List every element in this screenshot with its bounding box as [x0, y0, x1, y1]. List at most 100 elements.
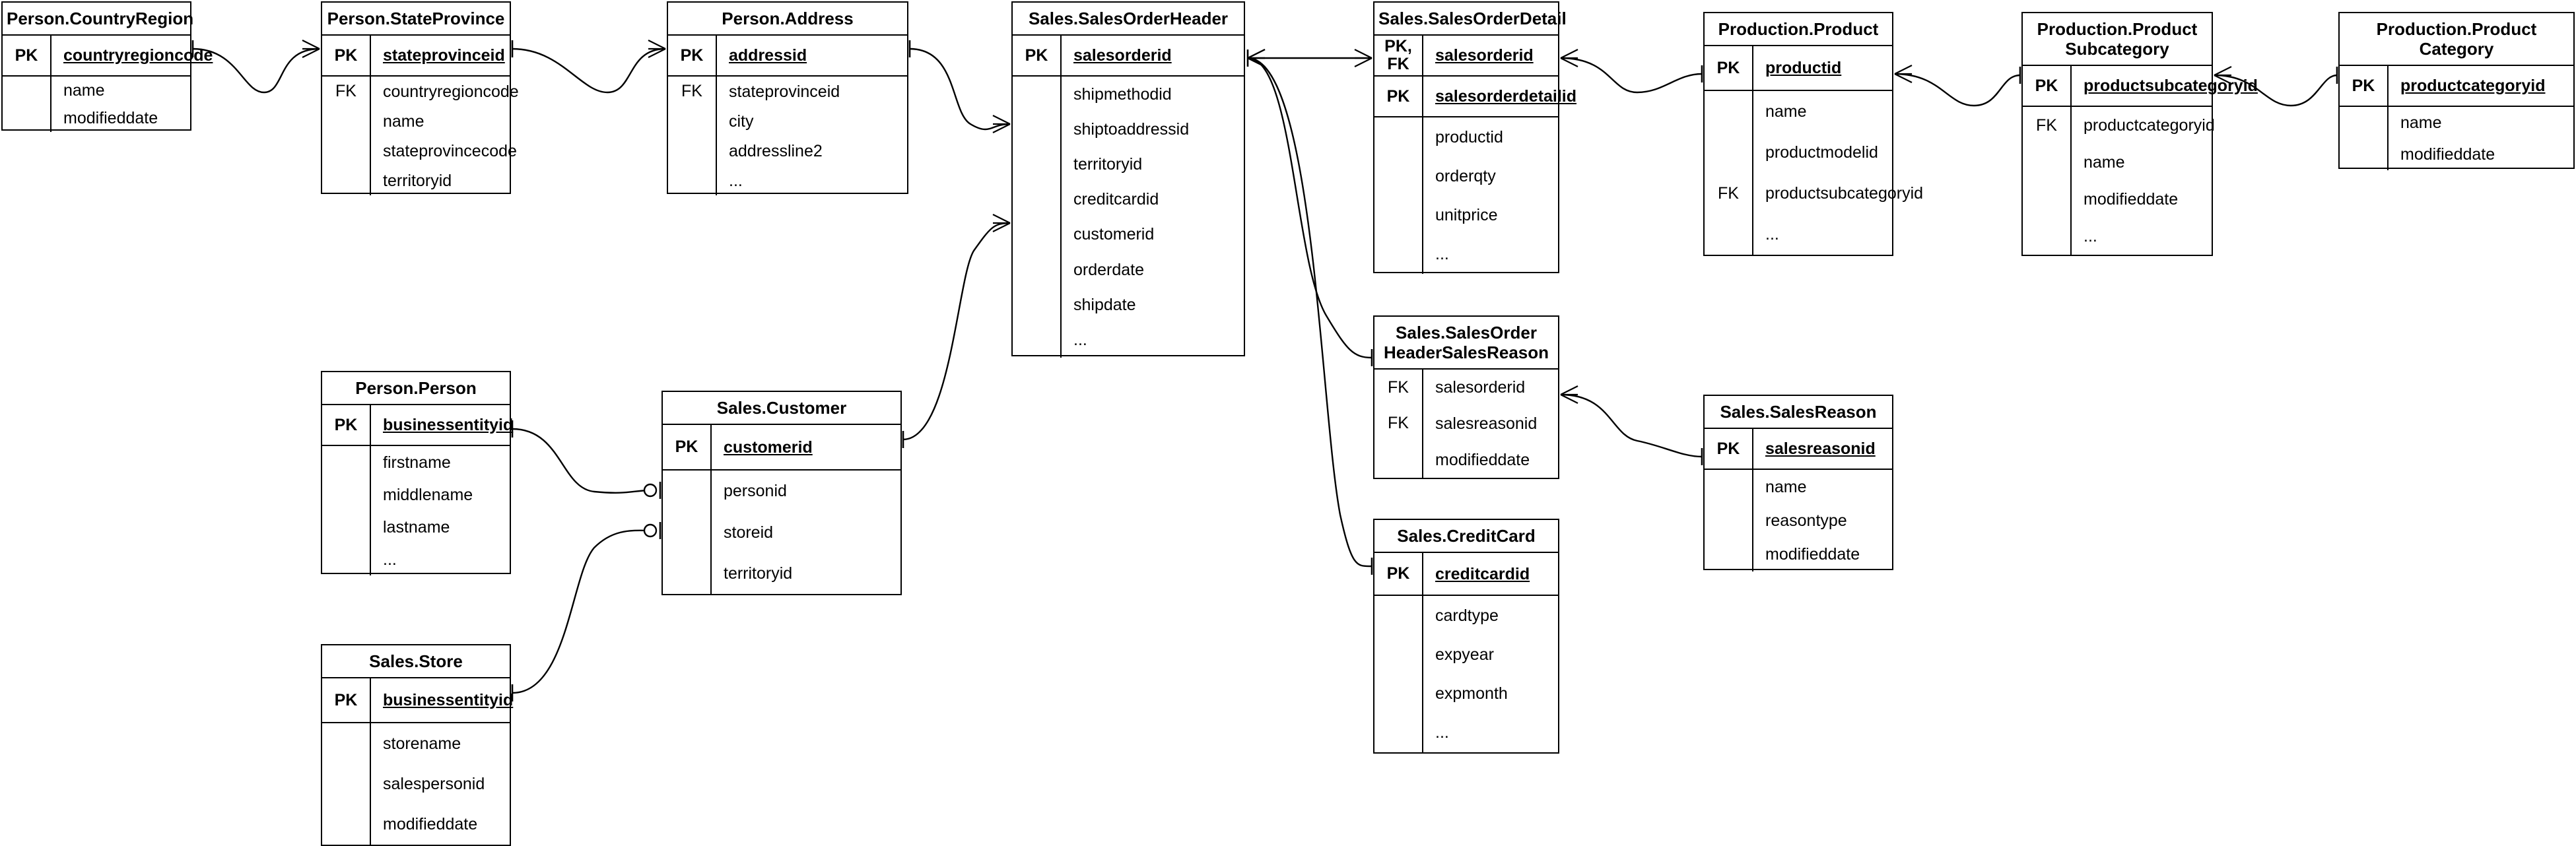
attribute-name: territoryid — [724, 564, 793, 583]
attribute-row: unitprice — [1374, 195, 1558, 235]
attribute-row: ... — [1705, 214, 1892, 255]
attribute-name: addressid — [729, 46, 807, 65]
key-label — [668, 166, 717, 195]
attribute-name: shiptoaddressid — [1073, 119, 1190, 139]
key-label — [1705, 214, 1753, 255]
attribute-name: modifieddate — [2084, 190, 2179, 209]
key-label — [1705, 537, 1753, 571]
key-label — [663, 471, 712, 512]
attribute-row: name — [1705, 91, 1892, 133]
attribute-name: expmonth — [1435, 684, 1508, 703]
attribute-row: firstname — [322, 446, 510, 478]
marker-many — [1247, 49, 1266, 67]
key-label: PK — [322, 678, 371, 723]
attribute-name: businessentityid — [383, 691, 514, 710]
attribute-row: customerid — [1013, 216, 1244, 252]
attribute-row: ... — [322, 543, 510, 575]
marker-many — [1894, 65, 1913, 83]
attribute-row: productmodelid — [1705, 132, 1892, 174]
key-label — [2340, 139, 2389, 170]
key-label — [322, 478, 371, 511]
key-label — [1374, 596, 1423, 635]
key-label — [3, 77, 51, 104]
attribute-row: productid — [1374, 117, 1558, 157]
key-label — [1374, 441, 1423, 478]
key-label — [1705, 91, 1753, 133]
attribute-name: modifieddate — [2400, 145, 2495, 164]
attribute-name: addressline2 — [729, 141, 823, 160]
entity-title-productcategory: Production.Product Category — [2340, 13, 2573, 66]
key-label — [322, 543, 371, 575]
key-label: FK — [2023, 107, 2072, 145]
connector-rel-store-customer — [512, 529, 652, 694]
key-label — [2023, 144, 2072, 181]
connector-rel-salesorderheader-salesorderheadersalesreason — [1247, 57, 1373, 359]
connector-rel-product-productsubcategory — [1894, 73, 2021, 107]
key-label: PK — [1374, 553, 1423, 595]
attribute-row: storename — [322, 723, 510, 764]
attribute-name: salesorderid — [1435, 378, 1526, 397]
attribute-row: modifieddate — [1705, 537, 1892, 571]
key-label: PK — [322, 36, 371, 75]
attribute-row: ... — [1374, 713, 1558, 752]
attribute-name: modifieddate — [1765, 545, 1860, 564]
attribute-name: salesorderdetailid — [1435, 87, 1576, 106]
attribute-name: salesreasonid — [1765, 439, 1876, 458]
key-label — [1374, 117, 1423, 157]
attribute-row: PK creditcardid — [1374, 553, 1558, 595]
marker-zero-or-one — [643, 522, 661, 539]
attribute-row: personid — [663, 471, 900, 512]
attribute-name: territoryid — [1073, 154, 1143, 174]
primary-key-section: PK businessentityid — [322, 678, 514, 724]
attribute-row: orderqty — [1374, 156, 1558, 196]
entity-title-salesorderdetail: Sales.SalesOrderDetail — [1374, 3, 1567, 36]
attribute-name: ... — [2084, 226, 2097, 245]
connector-rel-salesorderheader-creditcard — [1247, 57, 1373, 568]
attribute-name: productcategoryid — [2400, 77, 2546, 95]
attribute-name: expyear — [1435, 645, 1494, 665]
key-label — [1013, 322, 1062, 358]
attribute-row: PK businessentityid — [322, 678, 514, 723]
attribute-name: productsubcategoryid — [1765, 184, 1924, 203]
attribute-row: addressline2 — [668, 136, 907, 166]
key-label — [1013, 287, 1062, 323]
attribute-name: creditcardid — [1435, 564, 1530, 583]
key-label: PK — [1705, 429, 1753, 469]
connector-rel-address-salesorderheader — [909, 48, 1011, 131]
key-label — [1013, 77, 1062, 112]
attribute-name: personid — [724, 482, 787, 501]
attribute-row: city — [668, 106, 907, 136]
attribute-row: name — [2340, 107, 2573, 139]
key-label — [322, 136, 371, 166]
attribute-name: salesorderid — [1073, 46, 1172, 65]
key-label — [1013, 112, 1062, 147]
key-label — [1013, 216, 1062, 252]
